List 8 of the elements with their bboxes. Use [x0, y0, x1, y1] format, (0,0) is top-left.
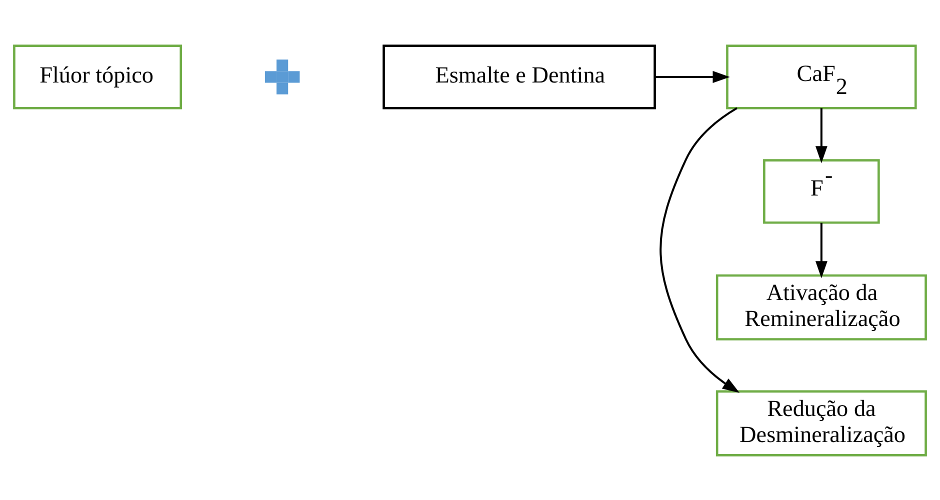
arrow	[815, 222, 828, 278]
arrow	[660, 106, 740, 392]
node-box: Redução da Desmineralização	[716, 390, 927, 456]
arrow	[655, 70, 730, 82]
arrow	[815, 108, 828, 163]
node-box: Flúor tópico	[13, 44, 182, 109]
node-box: Esmalte e Dentina	[382, 44, 656, 109]
node-box: Ativação da Remineralização	[716, 274, 927, 340]
